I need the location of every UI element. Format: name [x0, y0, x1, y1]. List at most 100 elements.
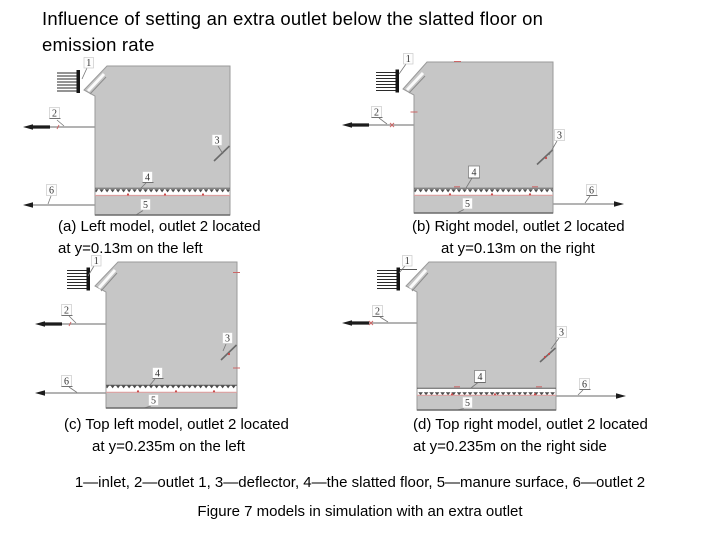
inlet-slot [408, 269, 428, 289]
panel-c-diagram: 1 2 3 4 [35, 255, 240, 409]
marker-6-outlet2: 6 [582, 380, 587, 391]
inlet-slot [97, 269, 117, 289]
marker-5-manure: 5 [465, 199, 470, 210]
marker-box [46, 184, 57, 196]
marker-box [222, 332, 233, 344]
marker-box [554, 129, 565, 141]
marker-leader [465, 177, 473, 189]
caption-d-line1: (d) Top right model, outlet 2 located [413, 416, 648, 433]
marker-leader [149, 378, 156, 386]
inlet-bar [76, 70, 80, 93]
slatted-floor [106, 385, 237, 392]
marker-leader [81, 67, 88, 80]
marker-box [211, 134, 223, 146]
marker-4-floor: 4 [478, 372, 483, 383]
caption-panel-d: (d) Top right model, outlet 2 located at… [413, 414, 648, 458]
marker-1-inlet: 1 [86, 58, 91, 69]
marker-box [462, 396, 473, 409]
marker-2-outlet1: 2 [374, 108, 379, 119]
inlet-slot-edge [411, 272, 429, 292]
marker-leader [577, 389, 584, 396]
marker-leader [548, 140, 558, 156]
marker-leader [222, 343, 227, 352]
marker-box [403, 53, 414, 65]
marker-box [148, 394, 159, 406]
marker-6-outlet2: 6 [64, 377, 69, 388]
outlet2-arrow-icon [614, 201, 624, 207]
caption-d-line2: at y=0.235m on the right side [413, 438, 607, 455]
marker-5-manure: 5 [465, 398, 470, 409]
outlet1-arrow-icon [23, 124, 33, 130]
marker-box [556, 326, 567, 338]
inlet-slot [405, 71, 425, 92]
marker-3-deflector: 3 [559, 328, 564, 339]
outlet1-arrow-icon [35, 321, 45, 327]
caption-b-line2: at y=0.13m on the right [441, 240, 595, 257]
red-tick [56, 124, 60, 130]
marker-2-outlet1: 2 [64, 306, 69, 317]
slatted-floor [95, 188, 230, 195]
marker-3-deflector: 3 [215, 136, 220, 147]
inlet-flow-hatch-icon [376, 72, 396, 91]
caption-panel-b: (b) Right model, outlet 2 located at y=0… [412, 216, 625, 260]
caption-panel-a: (a) Left model, outlet 2 located at y=0.… [58, 216, 261, 260]
marker-leader [87, 265, 95, 277]
marker-1-inlet: 1 [94, 256, 99, 267]
marker-leader [550, 337, 560, 350]
panel-a-diagram: 1 2 3 4 5 [23, 57, 231, 216]
marker-leader [398, 63, 407, 75]
marker-box [91, 255, 102, 267]
caption-c-line1: (c) Top left model, outlet 2 located [64, 416, 289, 433]
marker-leader [217, 145, 224, 155]
marker-box [462, 197, 473, 210]
marker-leader [398, 265, 406, 274]
slide-title-line2: emission rate [42, 34, 155, 55]
deflector-line [220, 344, 238, 361]
marker-6-outlet2: 6 [589, 186, 594, 197]
marker-legend: 1—inlet, 2—outlet 1, 3—deflector, 4—the … [74, 474, 646, 491]
marker-leader [470, 382, 479, 389]
marker-leader [140, 182, 147, 189]
marker-2-outlet1: 2 [375, 307, 380, 318]
marker-box [140, 198, 151, 211]
deflector-line [539, 347, 557, 363]
inlet-flow-hatch-icon [57, 72, 77, 92]
inlet-flow-hatch-icon [67, 270, 87, 289]
panel-b-diagram: 1 2 3 4 [342, 53, 624, 214]
outlet1-arrow-icon [342, 320, 352, 326]
marker-1-inlet: 1 [406, 54, 411, 65]
inlet-bar [86, 267, 90, 291]
caption-a-line2: at y=0.13m on the left [58, 240, 203, 257]
marker-leader [56, 119, 65, 127]
inlet-slot [86, 72, 106, 93]
caption-c-line2: at y=0.235m on the left [92, 438, 246, 455]
figure-caption: Figure 7 models in simulation with an ex… [197, 503, 523, 520]
inlet-flow-hatch-icon [377, 270, 397, 289]
outlet2-arrow-icon [616, 393, 626, 399]
marker-box [83, 57, 94, 69]
inlet-slot-edge [408, 75, 426, 94]
marker-4-floor: 4 [155, 369, 160, 380]
panel-d-diagram: 1 2 3 4 [342, 255, 626, 411]
slide-title: Influence of setting an extra outlet bel… [42, 6, 543, 58]
deflector-line [213, 145, 231, 162]
marker-leader [379, 316, 389, 323]
marker-leader [68, 315, 77, 324]
marker-2-outlet1: 2 [52, 109, 57, 120]
inlet-bar [396, 267, 400, 291]
marker-leader [47, 195, 52, 205]
marker-3-deflector: 3 [557, 131, 562, 142]
outlet2-arrow-icon [35, 390, 45, 396]
marker-1-inlet: 1 [405, 256, 410, 267]
outlet1-arrow-icon [342, 122, 352, 128]
caption-b-line1: (b) Right model, outlet 2 located [412, 218, 625, 235]
slide-title-line1: Influence of setting an extra outlet bel… [42, 8, 544, 29]
slatted-floor [417, 388, 556, 395]
marker-box [402, 255, 413, 267]
caption-a-line1: (a) Left model, outlet 2 located [58, 218, 261, 235]
inlet-slot-edge [100, 272, 118, 292]
inlet-slot-edge [89, 76, 107, 95]
marker-4-floor: 4 [145, 173, 150, 184]
